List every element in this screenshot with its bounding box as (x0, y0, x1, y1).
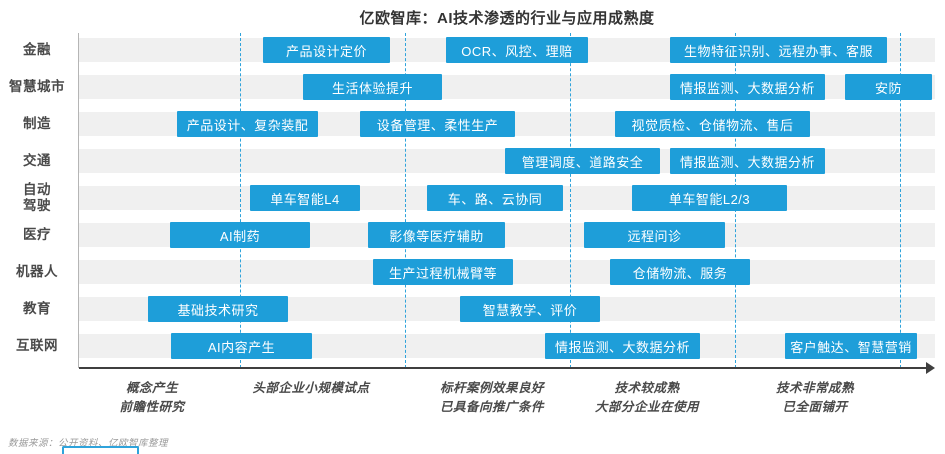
maturity-bar: 视觉质检、仓储物流、售后 (615, 111, 810, 137)
industry-label: 智慧城市 (9, 78, 65, 94)
industry-label: 金融 (23, 41, 51, 57)
maturity-bar: 生活体验提升 (303, 74, 442, 100)
industry-label: 自动驾驶 (23, 181, 51, 213)
maturity-bar: 安防 (845, 74, 932, 100)
maturity-bar: 客户触达、智慧营销 (785, 333, 917, 359)
stage-divider-line (240, 33, 241, 368)
stage-divider-line (405, 33, 406, 368)
maturity-bar: 情报监测、大数据分析 (545, 333, 700, 359)
maturity-bar: AI内容产生 (171, 333, 312, 359)
industry-label: 机器人 (16, 263, 58, 279)
maturity-bar: 生产过程机械臂等 (373, 259, 513, 285)
x-axis-arrow-icon (926, 362, 935, 374)
maturity-bar: 产品设计定价 (263, 37, 390, 63)
maturity-bar: 管理调度、道路安全 (505, 148, 660, 174)
maturity-bar: AI制药 (170, 222, 310, 248)
industry-label: 制造 (23, 115, 51, 131)
maturity-bar: 单车智能L2/3 (632, 185, 787, 211)
clipped-bottom-element (62, 446, 139, 454)
maturity-bar: 单车智能L4 (250, 185, 360, 211)
maturity-bar: 设备管理、柔性生产 (360, 111, 515, 137)
stage-label: 概念产生前瞻性研究 (119, 381, 185, 414)
maturity-bar: 影像等医疗辅助 (368, 222, 505, 248)
maturity-bar: 仓储物流、服务 (610, 259, 750, 285)
stage-divider-line (900, 33, 901, 368)
industry-label: 交通 (23, 152, 51, 168)
industry-label: 互联网 (16, 337, 58, 353)
chart-title: 亿欧智库：AI技术渗透的行业与应用成熟度 (359, 10, 655, 27)
stage-label: 技术较成熟大部分企业在使用 (594, 381, 700, 414)
maturity-bar: 基础技术研究 (148, 296, 288, 322)
stage-label: 标杆案例效果良好已具备向推广条件 (439, 381, 545, 414)
maturity-bar: 情报监测、大数据分析 (670, 74, 825, 100)
maturity-bar: 情报监测、大数据分析 (670, 148, 825, 174)
source-note: 数据来源：公开资料、亿欧智库整理 (8, 438, 169, 449)
x-axis-line (79, 367, 927, 369)
maturity-bar: 产品设计、复杂装配 (177, 111, 318, 137)
maturity-bar: 车、路、云协同 (427, 185, 563, 211)
maturity-bar: 生物特征识别、远程办事、客服 (670, 37, 887, 63)
y-axis-line (78, 33, 79, 368)
maturity-bar: 智慧教学、评价 (460, 296, 600, 322)
stage-label: 技术非常成熟已全面铺开 (775, 381, 855, 414)
stage-divider-line (570, 33, 571, 368)
industry-label: 教育 (23, 300, 51, 316)
maturity-bar: 远程问诊 (584, 222, 725, 248)
industry-label: 医疗 (23, 226, 51, 242)
stage-label: 头部企业小规模试点 (252, 381, 370, 395)
maturity-bar: OCR、风控、理赔 (446, 37, 588, 63)
